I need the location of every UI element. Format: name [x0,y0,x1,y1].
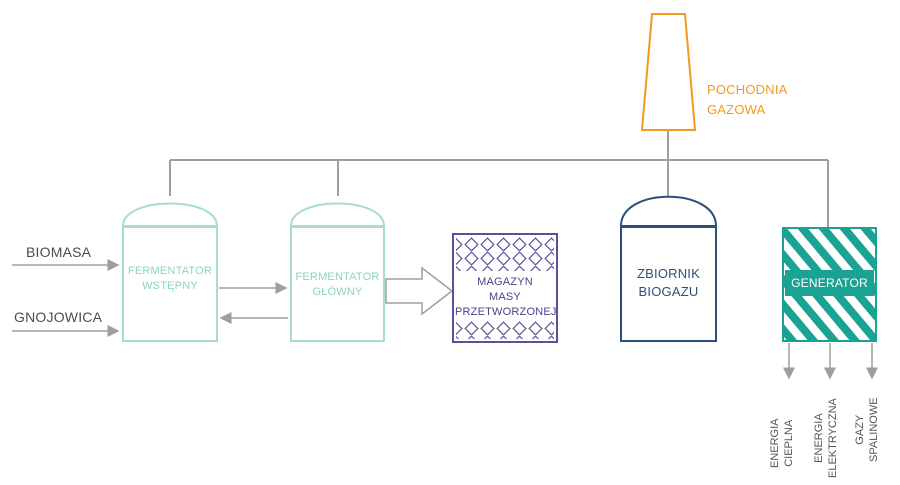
gnojowica-label: GNOJOWICA [14,309,103,325]
gas-pipeline [169,130,829,228]
output-arrows [783,343,878,380]
storage-box [452,233,558,343]
to-storage-arrow [385,266,454,316]
recirculation-arrows [219,282,288,324]
input-arrows [12,259,120,337]
gas-flare [640,13,697,131]
fermentator-glowny-tank [289,202,386,342]
fermentator-wstepny-tank [121,202,219,342]
generator-label: GENERATOR [785,273,874,293]
biomasa-label: BIOMASA [26,244,92,260]
biogas-tank [619,195,718,342]
